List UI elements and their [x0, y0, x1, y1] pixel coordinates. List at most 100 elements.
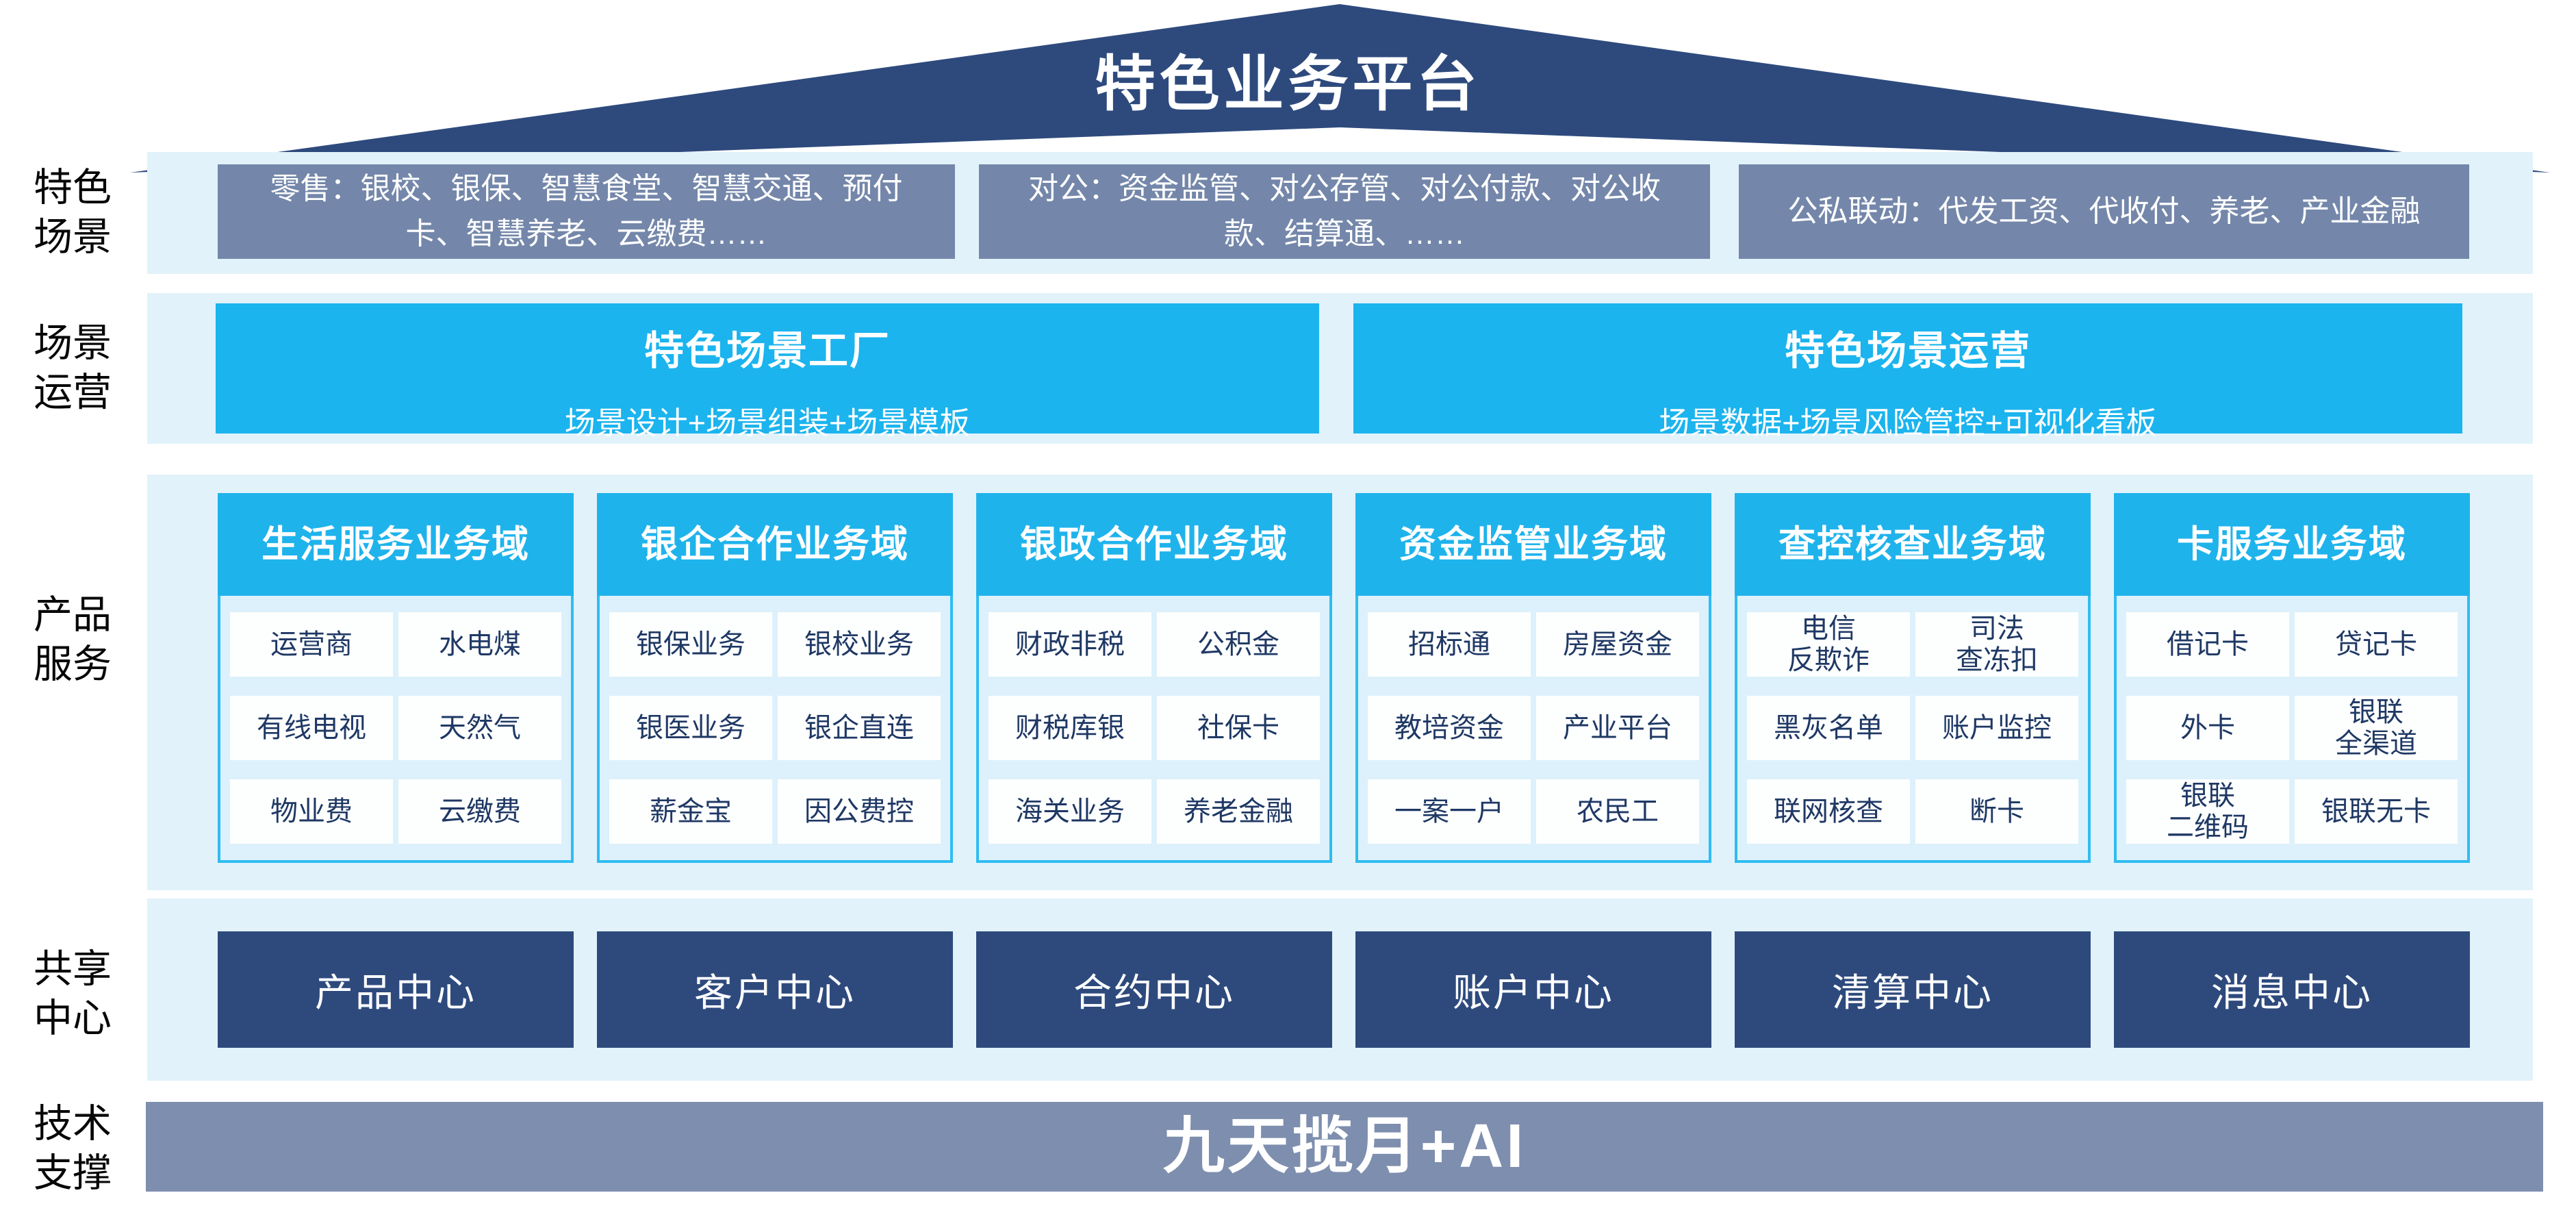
cell-row: 联网核查 断卡	[1747, 779, 2078, 844]
product-cell: 银企直连	[778, 696, 941, 760]
product-cell: 房屋资金	[1536, 612, 1699, 677]
product-cell: 银医业务	[609, 696, 772, 760]
center-box-message: 消息中心	[2114, 931, 2470, 1048]
product-cell: 财税库银	[989, 696, 1151, 760]
product-cell: 借记卡	[2126, 612, 2289, 677]
cell-row: 招标通 房屋资金	[1368, 612, 1699, 677]
scene-factory-subtitle: 场景设计+场景组装+场景模板	[564, 405, 971, 440]
product-cell: 有线电视	[230, 696, 393, 760]
scene-factory-title: 特色场景工厂	[643, 329, 891, 373]
product-cell: 海关业务	[989, 779, 1151, 844]
cell-row: 财政非税 公积金	[989, 612, 1320, 677]
center-box-clearing: 清算中心	[1735, 931, 2091, 1048]
product-column-card-service: 卡服务业务域 借记卡 贷记卡 外卡 银联 全渠道 银联 二维码 银联无卡	[2114, 493, 2470, 863]
product-cell: 运营商	[230, 612, 393, 677]
product-cell: 财政非税	[989, 612, 1151, 677]
column-body: 借记卡 贷记卡 外卡 银联 全渠道 银联 二维码 银联无卡	[2114, 596, 2470, 863]
product-column-bank-enterprise: 银企合作业务域 银保业务 银校业务 银医业务 银企直连 薪金宝 因公费控	[597, 493, 953, 863]
product-cell: 银校业务	[778, 612, 941, 677]
column-body: 银保业务 银校业务 银医业务 银企直连 薪金宝 因公费控	[597, 596, 953, 863]
column-body: 运营商 水电煤 有线电视 天然气 物业费 云缴费	[218, 596, 574, 863]
product-column-bank-government: 银政合作业务域 财政非税 公积金 财税库银 社保卡 海关业务 养老金融	[976, 493, 1332, 863]
shared-band: 产品中心 客户中心 合约中心 账户中心 清算中心 消息中心	[147, 898, 2533, 1081]
column-header: 银企合作业务域	[597, 493, 953, 596]
cell-row: 薪金宝 因公费控	[609, 779, 941, 844]
cell-row: 有线电视 天然气	[230, 696, 561, 760]
cell-row: 黑灰名单 账户监控	[1747, 696, 2078, 760]
tech-support-bar: 九天揽月+AI	[146, 1102, 2543, 1192]
product-cell: 电信 反欺诈	[1747, 612, 1910, 677]
scenario-box-corporate: 对公：资金监管、对公存管、对公付款、对公收款、结算通、……	[979, 164, 1710, 259]
product-cell: 一案一户	[1368, 779, 1531, 844]
product-cell: 黑灰名单	[1747, 696, 1910, 760]
column-header: 查控核查业务域	[1735, 493, 2091, 596]
product-cell: 物业费	[230, 779, 393, 844]
center-box-product: 产品中心	[218, 931, 574, 1048]
cell-row: 一案一户 农民工	[1368, 779, 1699, 844]
column-body: 招标通 房屋资金 教培资金 产业平台 一案一户 农民工	[1355, 596, 1711, 863]
product-column-life-service: 生活服务业务域 运营商 水电煤 有线电视 天然气 物业费 云缴费	[218, 493, 574, 863]
center-box-account: 账户中心	[1355, 931, 1711, 1048]
side-label-shared: 共享 中心	[0, 945, 145, 1044]
product-cell: 养老金融	[1157, 779, 1320, 844]
side-label-line: 共享	[34, 947, 112, 991]
side-label-line: 场景	[34, 214, 112, 259]
product-cell: 因公费控	[778, 779, 941, 844]
product-cell: 账户监控	[1915, 696, 2078, 760]
scenario-band: 零售：银校、银保、智慧食堂、智慧交通、预付卡、智慧养老、云缴费…… 对公：资金监…	[147, 152, 2533, 274]
product-cell: 天然气	[398, 696, 561, 760]
product-cell: 联网核查	[1747, 779, 1910, 844]
cell-row: 银联 二维码 银联无卡	[2126, 779, 2458, 844]
product-cell: 招标通	[1368, 612, 1531, 677]
product-cell: 教培资金	[1368, 696, 1531, 760]
product-cell: 银联 二维码	[2126, 779, 2289, 844]
product-band: 生活服务业务域 运营商 水电煤 有线电视 天然气 物业费 云缴费 银企合作业务域	[147, 475, 2533, 890]
side-label-operations: 场景 运营	[0, 319, 145, 418]
product-cell: 水电煤	[398, 612, 561, 677]
cell-row: 外卡 银联 全渠道	[2126, 696, 2458, 760]
column-header: 银政合作业务域	[976, 493, 1332, 596]
side-label-line: 运营	[34, 370, 112, 414]
product-column-inspection: 查控核查业务域 电信 反欺诈 司法 查冻扣 黑灰名单 账户监控 联网核查 断卡	[1735, 493, 2091, 863]
cell-row: 银保业务 银校业务	[609, 612, 941, 677]
side-label-line: 支撑	[34, 1151, 112, 1195]
product-cell: 银保业务	[609, 612, 772, 677]
product-cell: 云缴费	[398, 779, 561, 844]
product-cell: 银联无卡	[2295, 779, 2458, 844]
side-label-tech: 技术 支撑	[0, 1100, 145, 1198]
product-cell: 社保卡	[1157, 696, 1320, 760]
product-cell: 外卡	[2126, 696, 2289, 760]
side-label-line: 特色	[34, 166, 112, 210]
column-header: 卡服务业务域	[2114, 493, 2470, 596]
side-label-line: 场景	[34, 321, 112, 365]
cell-row: 教培资金 产业平台	[1368, 696, 1699, 760]
roof-shape	[130, 4, 2550, 173]
scene-operation-subtitle: 场景数据+场景风险管控+可视化看板	[1659, 405, 2157, 440]
platform-title: 特色业务平台	[1095, 50, 1481, 118]
cell-row: 运营商 水电煤	[230, 612, 561, 677]
operation-band: 特色场景工厂 场景设计+场景组装+场景模板 特色场景运营 场景数据+场景风险管控…	[147, 293, 2533, 444]
center-box-customer: 客户中心	[597, 931, 953, 1048]
scene-operation-title: 特色场景运营	[1784, 329, 2031, 373]
column-body: 财政非税 公积金 财税库银 社保卡 海关业务 养老金融	[976, 596, 1332, 863]
product-cell: 贷记卡	[2295, 612, 2458, 677]
side-label-scenarios: 特色 场景	[0, 164, 145, 262]
product-cell: 薪金宝	[609, 779, 772, 844]
side-label-line: 产品	[34, 593, 112, 637]
center-box-contract: 合约中心	[976, 931, 1332, 1048]
cell-row: 财税库银 社保卡	[989, 696, 1320, 760]
scene-factory-box: 特色场景工厂 场景设计+场景组装+场景模板	[216, 303, 1319, 440]
cell-row: 银医业务 银企直连	[609, 696, 941, 760]
scene-operation-box: 特色场景运营 场景数据+场景风险管控+可视化看板	[1353, 303, 2462, 440]
product-cell: 农民工	[1536, 779, 1699, 844]
product-cell: 银联 全渠道	[2295, 696, 2458, 760]
side-label-line: 服务	[34, 642, 112, 686]
side-label-products: 产品 服务	[0, 591, 145, 690]
product-cell: 公积金	[1157, 612, 1320, 677]
column-body: 电信 反欺诈 司法 查冻扣 黑灰名单 账户监控 联网核查 断卡	[1735, 596, 2091, 863]
cell-row: 电信 反欺诈 司法 查冻扣	[1747, 612, 2078, 677]
column-header: 资金监管业务域	[1355, 493, 1711, 596]
product-cell: 断卡	[1915, 779, 2078, 844]
product-column-fund-supervision: 资金监管业务域 招标通 房屋资金 教培资金 产业平台 一案一户 农民工	[1355, 493, 1711, 863]
